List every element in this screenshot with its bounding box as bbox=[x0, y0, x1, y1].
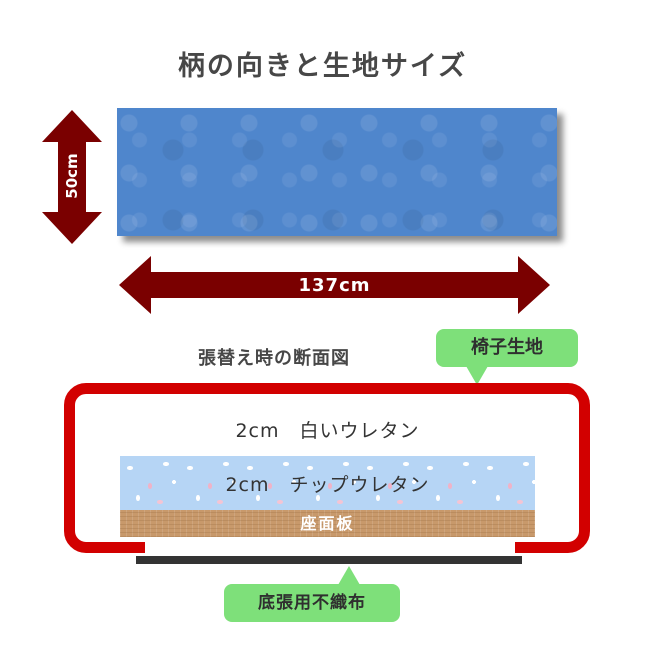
chip-urethane-layer bbox=[120, 456, 535, 510]
page-title: 柄の向きと生地サイズ bbox=[177, 51, 468, 82]
white-urethane-label: 2cm 白いウレタン bbox=[235, 420, 420, 442]
fabric-swatch bbox=[117, 108, 557, 236]
height-arrow bbox=[42, 110, 102, 244]
bottom-callout-pointer bbox=[338, 566, 360, 585]
seat-board-label: 座面板 bbox=[300, 514, 355, 533]
fabric-callout-pointer bbox=[466, 366, 488, 385]
bottom-cloth-callout bbox=[224, 584, 400, 622]
seat-board-layer bbox=[120, 510, 535, 537]
chip-urethane-label: 2cm チップウレタン bbox=[225, 474, 430, 496]
bottom-cloth-bar bbox=[136, 556, 522, 564]
width-label: 137cm bbox=[298, 275, 371, 296]
frame-opening bbox=[145, 540, 515, 560]
width-arrow bbox=[119, 256, 550, 314]
fabric-callout-label: 椅子生地 bbox=[471, 337, 543, 358]
section-title: 張替え時の断面図 bbox=[198, 348, 350, 369]
bottom-cloth-label: 底張用不織布 bbox=[258, 593, 366, 613]
fabric-callout bbox=[436, 329, 578, 367]
height-label: 50cm bbox=[63, 153, 81, 199]
